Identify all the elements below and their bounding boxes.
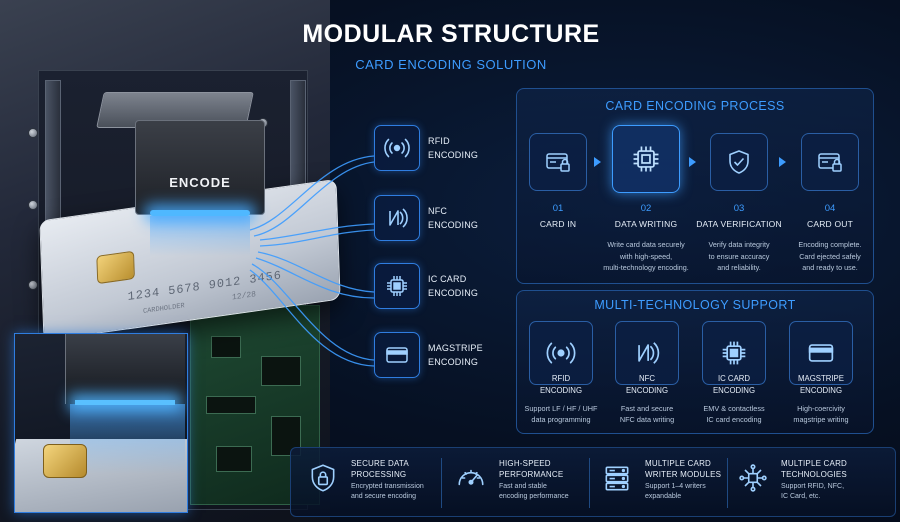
tech-ic-card [702,321,766,385]
inset-encoder-head [65,334,185,404]
inset-card-chip [43,444,87,478]
process-title: CARD ENCODING PROCESS [605,99,785,113]
chip-icon [633,146,659,172]
tech-magstripe [789,321,853,385]
shield-check-icon [729,150,749,174]
rfid-icon [546,342,576,364]
speedometer-icon [453,460,489,496]
magstripe-icon [808,344,834,362]
zoom-inset [14,333,188,513]
magstripe-icon [374,332,420,378]
tech-nfc [615,321,679,385]
feature-description: Support RFID, NFC,IC Card, etc. [781,483,845,500]
shield-lock-icon [305,460,341,496]
step-number: 01 [552,203,564,214]
divider [441,458,442,508]
step-number: 04 [824,203,836,214]
inset-beam [70,404,185,474]
step-number: 02 [640,203,652,214]
card-chip [96,250,135,285]
server-stack-icon [599,460,635,496]
step-number: 03 [733,203,745,214]
page-title: MODULAR STRUCTURE [302,20,600,48]
card-lock-icon [818,153,842,172]
arrow-icon [779,157,786,167]
page-subtitle: CARD ENCODING SOLUTION [355,57,547,72]
divider [727,458,728,508]
process-panel: CARD ENCODING PROCESS [516,88,874,284]
card-lock-icon [546,153,570,172]
rfid-icon [374,125,420,171]
step-name: DATA WRITING [614,219,678,229]
step-card-in [529,133,587,191]
tech-rfid [529,321,593,385]
card-holder: CARDHOLDER [142,302,185,317]
step-name: DATA VERIFICATION [696,219,782,229]
multi-tech-title: MULTI-TECHNOLOGY SUPPORT [594,298,796,312]
connector-lines [249,155,375,367]
ic-chip-icon [374,263,420,309]
step-data-writing [612,125,680,193]
nfc-icon [638,342,660,364]
screw [28,280,38,290]
step-name: CARD IN [539,219,577,229]
screw [28,200,38,210]
arrow-icon [594,157,601,167]
network-chip-icon [735,460,771,496]
encoder-beam [150,216,250,256]
screw [28,128,38,138]
encoder-label: ENCODE [169,175,231,190]
arrow-icon [689,157,696,167]
encoder-head: ENCODE [135,120,265,215]
encoder-glow [150,210,250,216]
divider [589,458,590,508]
step-data-verification [710,133,768,191]
step-name: CARD OUT [807,219,853,229]
step-card-out [801,133,859,191]
inset-glow [75,400,175,405]
ic-chip-icon [722,341,746,365]
nfc-icon [374,195,420,241]
